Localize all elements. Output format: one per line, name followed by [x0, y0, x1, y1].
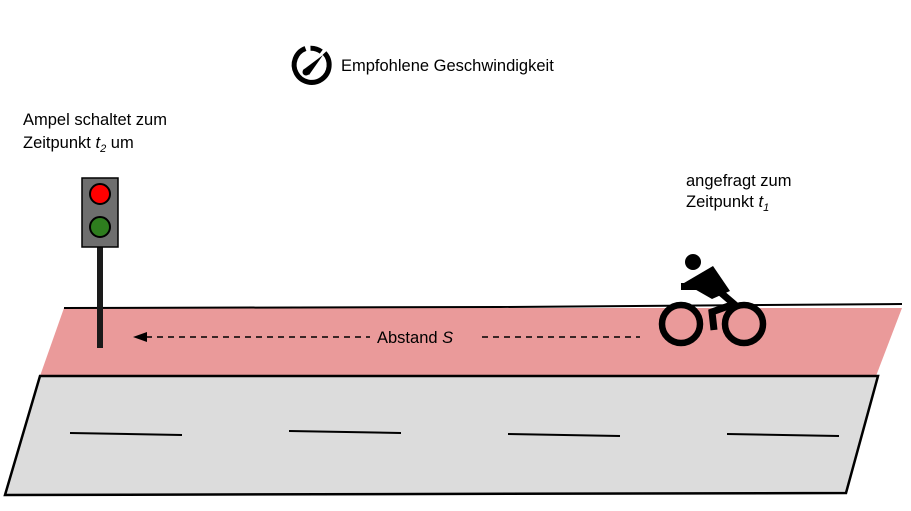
speedometer-icon: [291, 45, 332, 85]
road-dash: [288, 430, 402, 434]
traffic-light-label-line2: Zeitpunkt t2 um: [23, 134, 134, 155]
road-dash: [69, 432, 183, 436]
road: [3, 374, 880, 497]
legend-label: Empfohlene Geschwindigkeit: [341, 57, 554, 75]
lane-top-edge: [63, 303, 903, 309]
cyclist-label-prefix: Zeitpunkt: [686, 193, 758, 211]
bicycle-rider-icon: [658, 254, 767, 347]
distance-label-text: Abstand: [377, 329, 442, 347]
traffic-light-label-prefix: Zeitpunkt: [23, 134, 95, 152]
traffic-light-label-line1: Ampel schaltet zum: [23, 111, 167, 129]
traffic-light-pole: [97, 246, 103, 348]
distance-variable: S: [442, 329, 453, 347]
cyclist-label-line2: Zeitpunkt t1: [686, 193, 769, 214]
red-lamp: [89, 183, 111, 205]
road-dash: [726, 433, 840, 437]
green-lamp: [89, 216, 111, 238]
time-subscript: 1: [763, 202, 769, 214]
time-variable: t: [95, 134, 101, 152]
distance-label: Abstand S: [377, 329, 453, 347]
distance-arrow-head: [133, 332, 147, 342]
time-subscript: 2: [99, 143, 106, 155]
bike-lane: [40, 308, 902, 376]
time-variable: t: [758, 193, 764, 211]
traffic-light: [81, 177, 119, 348]
cyclist-label-line1: angefragt zum: [686, 172, 791, 190]
traffic-light-label-suffix: um: [106, 134, 134, 152]
road-dash: [507, 433, 621, 437]
